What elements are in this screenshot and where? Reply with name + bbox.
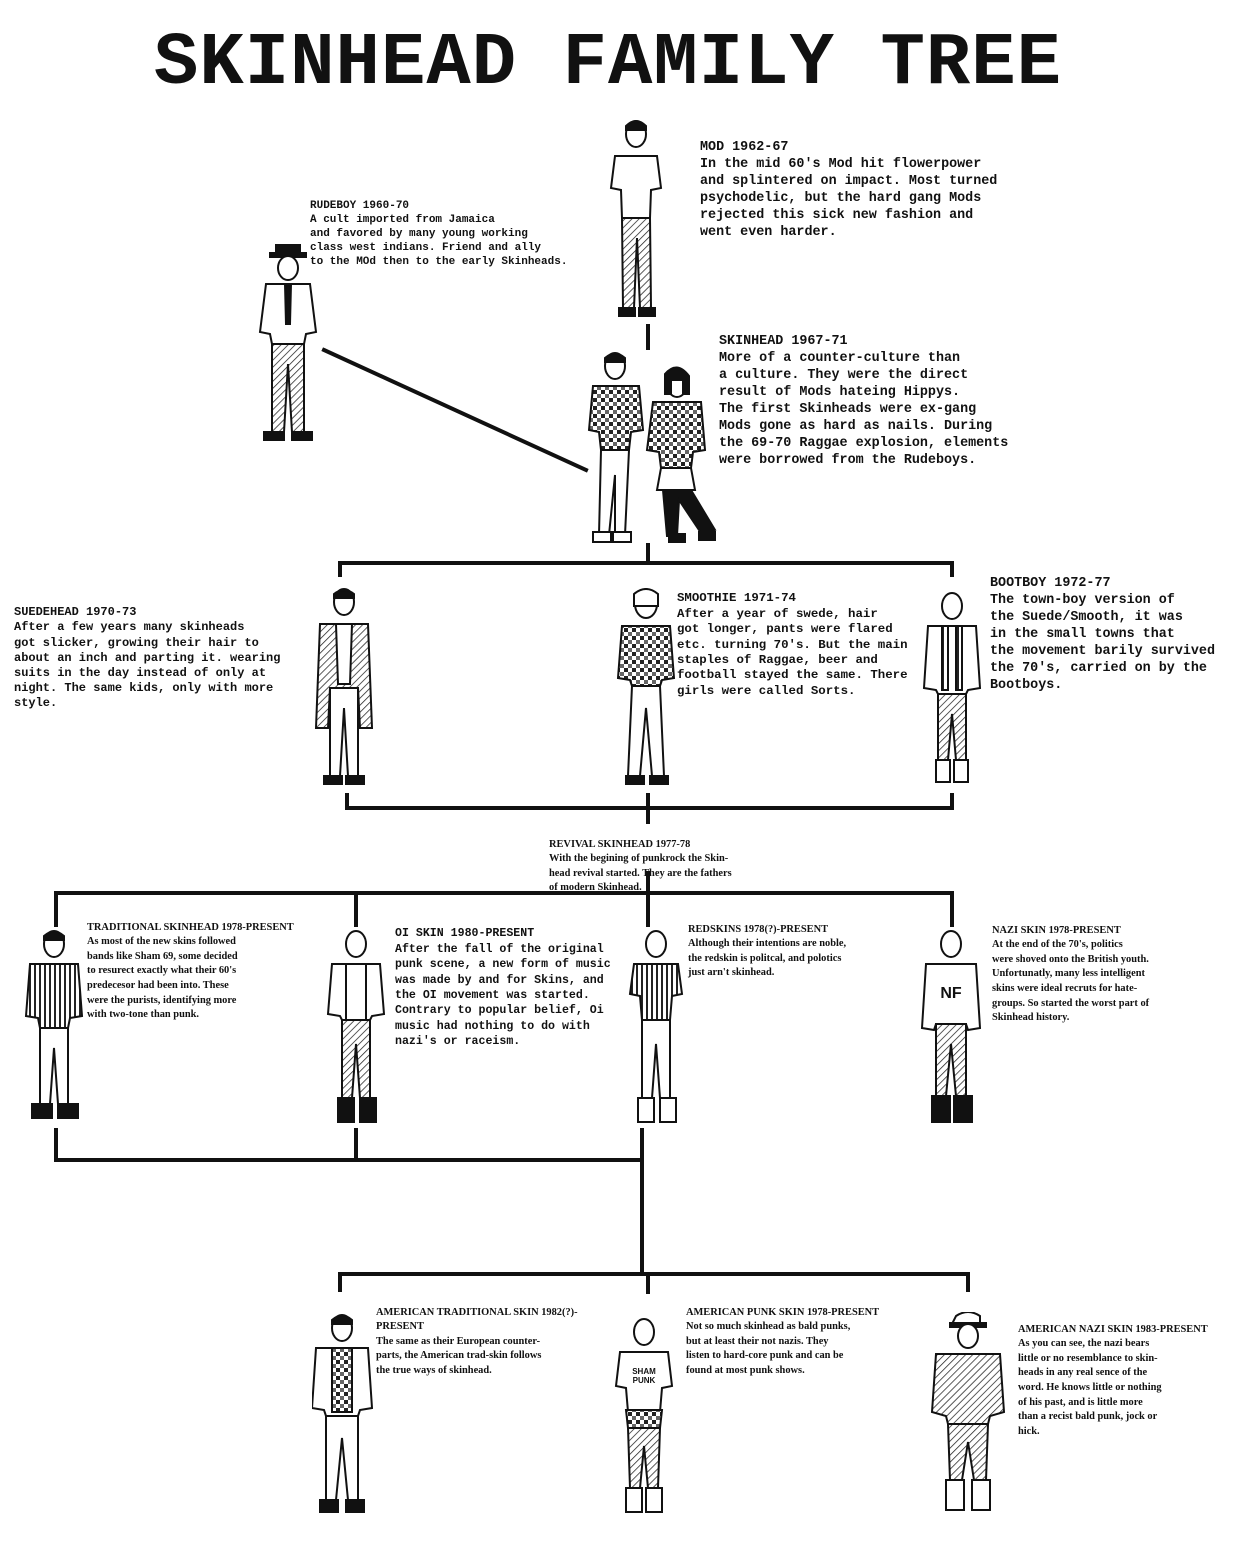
mod-figure [609,120,663,317]
mod-heading: MOD 1962-67 [700,140,789,155]
bootboy-body: The town-boy version of the Suede/Smooth… [990,593,1215,693]
smoothie-body: After a year of swede, hair got longer, … [677,606,908,698]
oi-heading: OI SKIN 1980-PRESENT [395,927,535,941]
american-traditional-figure [312,1314,374,1513]
american-nazi-description: AMERICAN NAZI SKIN 1983-PRESENT As you ca… [1018,1308,1208,1454]
nazi-body: At the end of the 70's, politics were sh… [992,939,1150,1024]
rudeboy-heading: RUDEBOY 1960-70 [310,200,410,212]
american-traditional-description: AMERICAN TRADITIONAL SKIN 1982(?)- PRESE… [376,1291,578,1393]
revival-heading: REVIVAL SKINHEAD 1977-78 [549,838,691,850]
page-title: SKINHEAD FAMILY TREE [153,22,1063,106]
american-punk-heading: AMERICAN PUNK SKIN 1978-PRESENT [686,1306,880,1318]
rudeboy-description: RUDEBOY 1960-70 A cult imported from Jama… [310,185,567,283]
redskin-figure [628,930,684,1123]
nazi-skin-figure: NF [920,930,982,1123]
nazi-shirt-print: NF [940,985,962,1002]
suedehead-figure [314,588,374,785]
skinhead-couple-figure [587,352,717,543]
traditional-heading: TRADITIONAL SKINHEAD 1978-PRESENT [87,921,294,933]
suedehead-heading: SUEDEHEAD 1970-73 [14,605,137,620]
american-traditional-heading: AMERICAN TRADITIONAL SKIN 1982(?)- PRESE… [376,1306,578,1333]
rudeboy-body: A cult imported from Jamaica and favored… [310,214,568,268]
nazi-description: NAZI SKIN 1978-PRESENT At the end of the … [992,909,1149,1040]
suedehead-body: After a few years many skinheads got sli… [14,620,281,711]
bootboy-heading: BOOTBOY 1972-77 [990,576,1111,591]
traditional-skinhead-figure [24,930,84,1119]
rudeboy-figure [258,244,318,441]
traditional-body: As most of the new skins followed bands … [87,936,238,1021]
traditional-description: TRADITIONAL SKINHEAD 1978-PRESENT As most… [87,906,294,1037]
smoothie-heading: SMOOTHIE 1971-74 [677,591,796,606]
american-punk-description: AMERICAN PUNK SKIN 1978-PRESENT Not so mu… [686,1291,879,1393]
smoothie-figure [616,588,676,785]
mod-body: In the mid 60's Mod hit flowerpower and … [700,157,998,240]
skinhead-heading: SKINHEAD 1967-71 [719,334,848,349]
redskins-body: Although their intentions are noble, the… [688,938,847,979]
american-punk-body: Not so much skinhead as bald punks, but … [686,1321,851,1376]
redskins-description: REDSKINS 1978(?)-PRESENT Although their i… [688,908,846,996]
skinhead-body: More of a counter-culture than a culture… [719,351,1009,468]
revival-body: With the begining of punkrock the Skin- … [549,853,732,894]
oi-skin-figure [326,930,386,1123]
american-nazi-figure [930,1312,1006,1511]
bootboy-figure [922,592,982,783]
american-traditional-body: The same as their European counter- part… [376,1335,542,1376]
american-nazi-body: As you can see, the nazi bears little or… [1018,1338,1162,1437]
mod-description: MOD 1962-67 In the mid 60's Mod hit flowe… [700,122,997,258]
nazi-heading: NAZI SKIN 1978-PRESENT [992,924,1121,936]
oi-body: After the fall of the original punk scen… [395,942,611,1049]
redskins-heading: REDSKINS 1978(?)-PRESENT [688,923,829,935]
american-nazi-heading: AMERICAN NAZI SKIN 1983-PRESENT [1018,1323,1208,1335]
